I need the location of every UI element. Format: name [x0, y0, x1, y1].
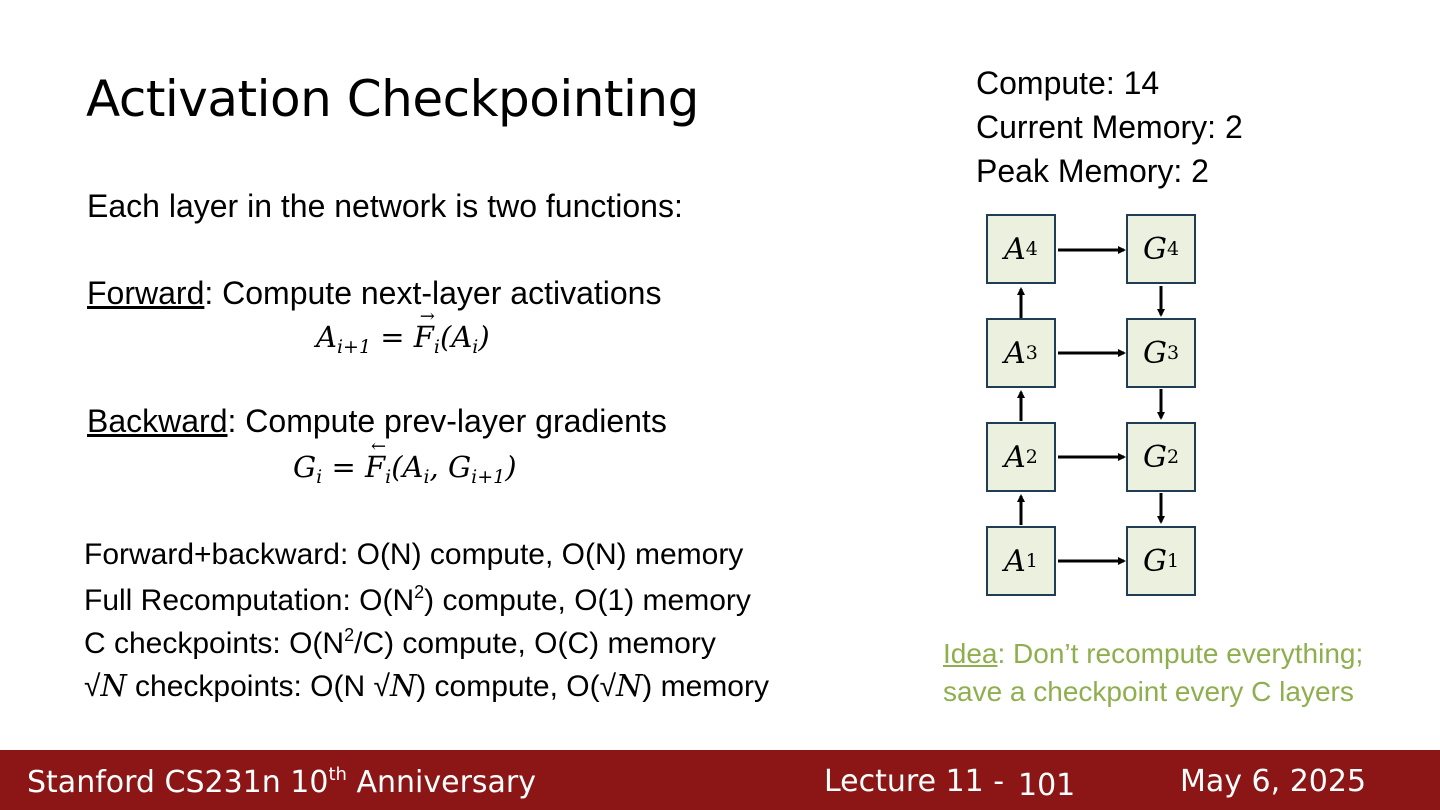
node-letter: G: [1142, 231, 1167, 267]
formula-close: ): [478, 320, 490, 354]
formula-close: ): [505, 450, 517, 484]
complexity-text: /C) compute, O(C) memory: [354, 627, 716, 660]
right-arrow-icon: →: [419, 306, 435, 327]
node-letter: A: [1004, 543, 1026, 579]
intro-text: Each layer in the network is two functio…: [87, 188, 683, 224]
peak-memory-stat: Peak Memory: 2: [976, 153, 1209, 189]
formula-function: Fi ←: [365, 436, 392, 488]
formula-symbol: F: [413, 320, 434, 354]
idea-label: Idea: [943, 638, 998, 669]
superscript: 2: [414, 582, 425, 602]
forward-label: Forward: [87, 275, 205, 311]
footer-course: Stanford CS231n 10th Anniversary: [27, 764, 536, 800]
formula-subscript: i: [316, 466, 323, 488]
formula-symbol: A: [316, 320, 337, 354]
node-letter: A: [1004, 335, 1026, 371]
idea-line-1: Idea: Don’t recompute everything;: [943, 640, 1363, 668]
complexity-line-1: Forward+backward: O(N) compute, O(N) mem…: [84, 538, 744, 571]
complexity-line-2: Full Recomputation: O(N2) compute, O(1) …: [84, 583, 751, 616]
complexity-line-3: C checkpoints: O(N2/C) compute, O(C) mem…: [84, 626, 716, 659]
formula-args: , G: [429, 450, 472, 484]
forward-line: Forward: Compute next-layer activations: [87, 277, 661, 309]
formula-args: (A: [391, 450, 424, 484]
superscript: 2: [344, 625, 355, 645]
node-index: 1: [1166, 550, 1180, 572]
complexity-text: C checkpoints: O(N: [84, 627, 345, 660]
node-index: 2: [1166, 446, 1180, 468]
formula-subscript: i: [423, 466, 430, 488]
node-index: 2: [1025, 446, 1038, 468]
footer-course-text: Stanford CS231n 10: [27, 765, 329, 800]
formula-function: Fi →: [413, 306, 440, 358]
compute-stat: Compute: 14: [976, 65, 1160, 101]
math-n: N: [389, 669, 417, 704]
backward-text: : Compute prev-layer gradients: [227, 403, 667, 439]
complexity-text: Full Recomputation: O(N: [84, 584, 415, 617]
complexity-text: checkpoints: O(N √: [126, 670, 390, 703]
formula-symbol: F: [365, 450, 386, 484]
node-index: 3: [1025, 342, 1038, 364]
idea-line-2: save a checkpoint every C layers: [943, 676, 1354, 707]
complexity-line-4: √N checkpoints: O(N √N) compute, O(√N) m…: [84, 672, 769, 702]
complexity-text: ) compute, O(√: [416, 670, 617, 703]
node-index: 1: [1025, 550, 1038, 572]
node-index: 4: [1166, 238, 1180, 260]
formula-equals: =: [371, 320, 414, 354]
node-letter: G: [1142, 543, 1167, 579]
idea-text: : Don’t recompute everything;: [997, 638, 1364, 669]
left-arrow-icon: ←: [371, 436, 387, 457]
slide-title: Activation Checkpointing: [86, 70, 699, 128]
formula-equals: =: [322, 450, 365, 484]
footer-date: May 6, 2025: [1180, 764, 1367, 799]
formula-args: (A: [440, 320, 473, 354]
node-letter: A: [1004, 439, 1026, 475]
formula-subscript: i+1: [336, 336, 372, 358]
formula-symbol: G: [293, 450, 317, 484]
forward-formula: Ai+1 = Fi →(Ai): [316, 306, 490, 358]
formula-subscript: i+1: [471, 466, 506, 488]
footer-course-sup: th: [328, 764, 347, 785]
math-n: N: [616, 669, 643, 704]
backward-formula: Gi = Fi←(Ai, Gi+1): [293, 436, 517, 488]
footer-bar: Stanford CS231n 10th Anniversary Lecture…: [0, 750, 1440, 810]
footer-lecture: Lecture 11 -: [824, 764, 1005, 799]
backward-line: Backward: Compute prev-layer gradients: [87, 405, 667, 437]
node-letter: G: [1142, 439, 1167, 475]
footer-page-number: 101: [1018, 768, 1076, 803]
complexity-text: ) compute, O(1) memory: [424, 584, 751, 617]
math-n: N: [100, 669, 127, 704]
sqrt-symbol: √: [84, 670, 101, 703]
node-letter: G: [1142, 335, 1167, 371]
current-memory-stat: Current Memory: 2: [976, 109, 1243, 145]
formula-subscript: i: [385, 466, 392, 488]
formula-subscript: i: [433, 336, 440, 358]
footer-course-rest: Anniversary: [346, 765, 537, 800]
forward-text: : Compute next-layer activations: [204, 275, 662, 311]
node-index: 4: [1025, 238, 1038, 260]
formula-subscript: i: [472, 336, 479, 358]
node-index: 3: [1166, 342, 1180, 364]
complexity-text: ) memory: [642, 670, 769, 703]
backward-label: Backward: [87, 403, 228, 439]
node-letter: A: [1004, 231, 1026, 267]
